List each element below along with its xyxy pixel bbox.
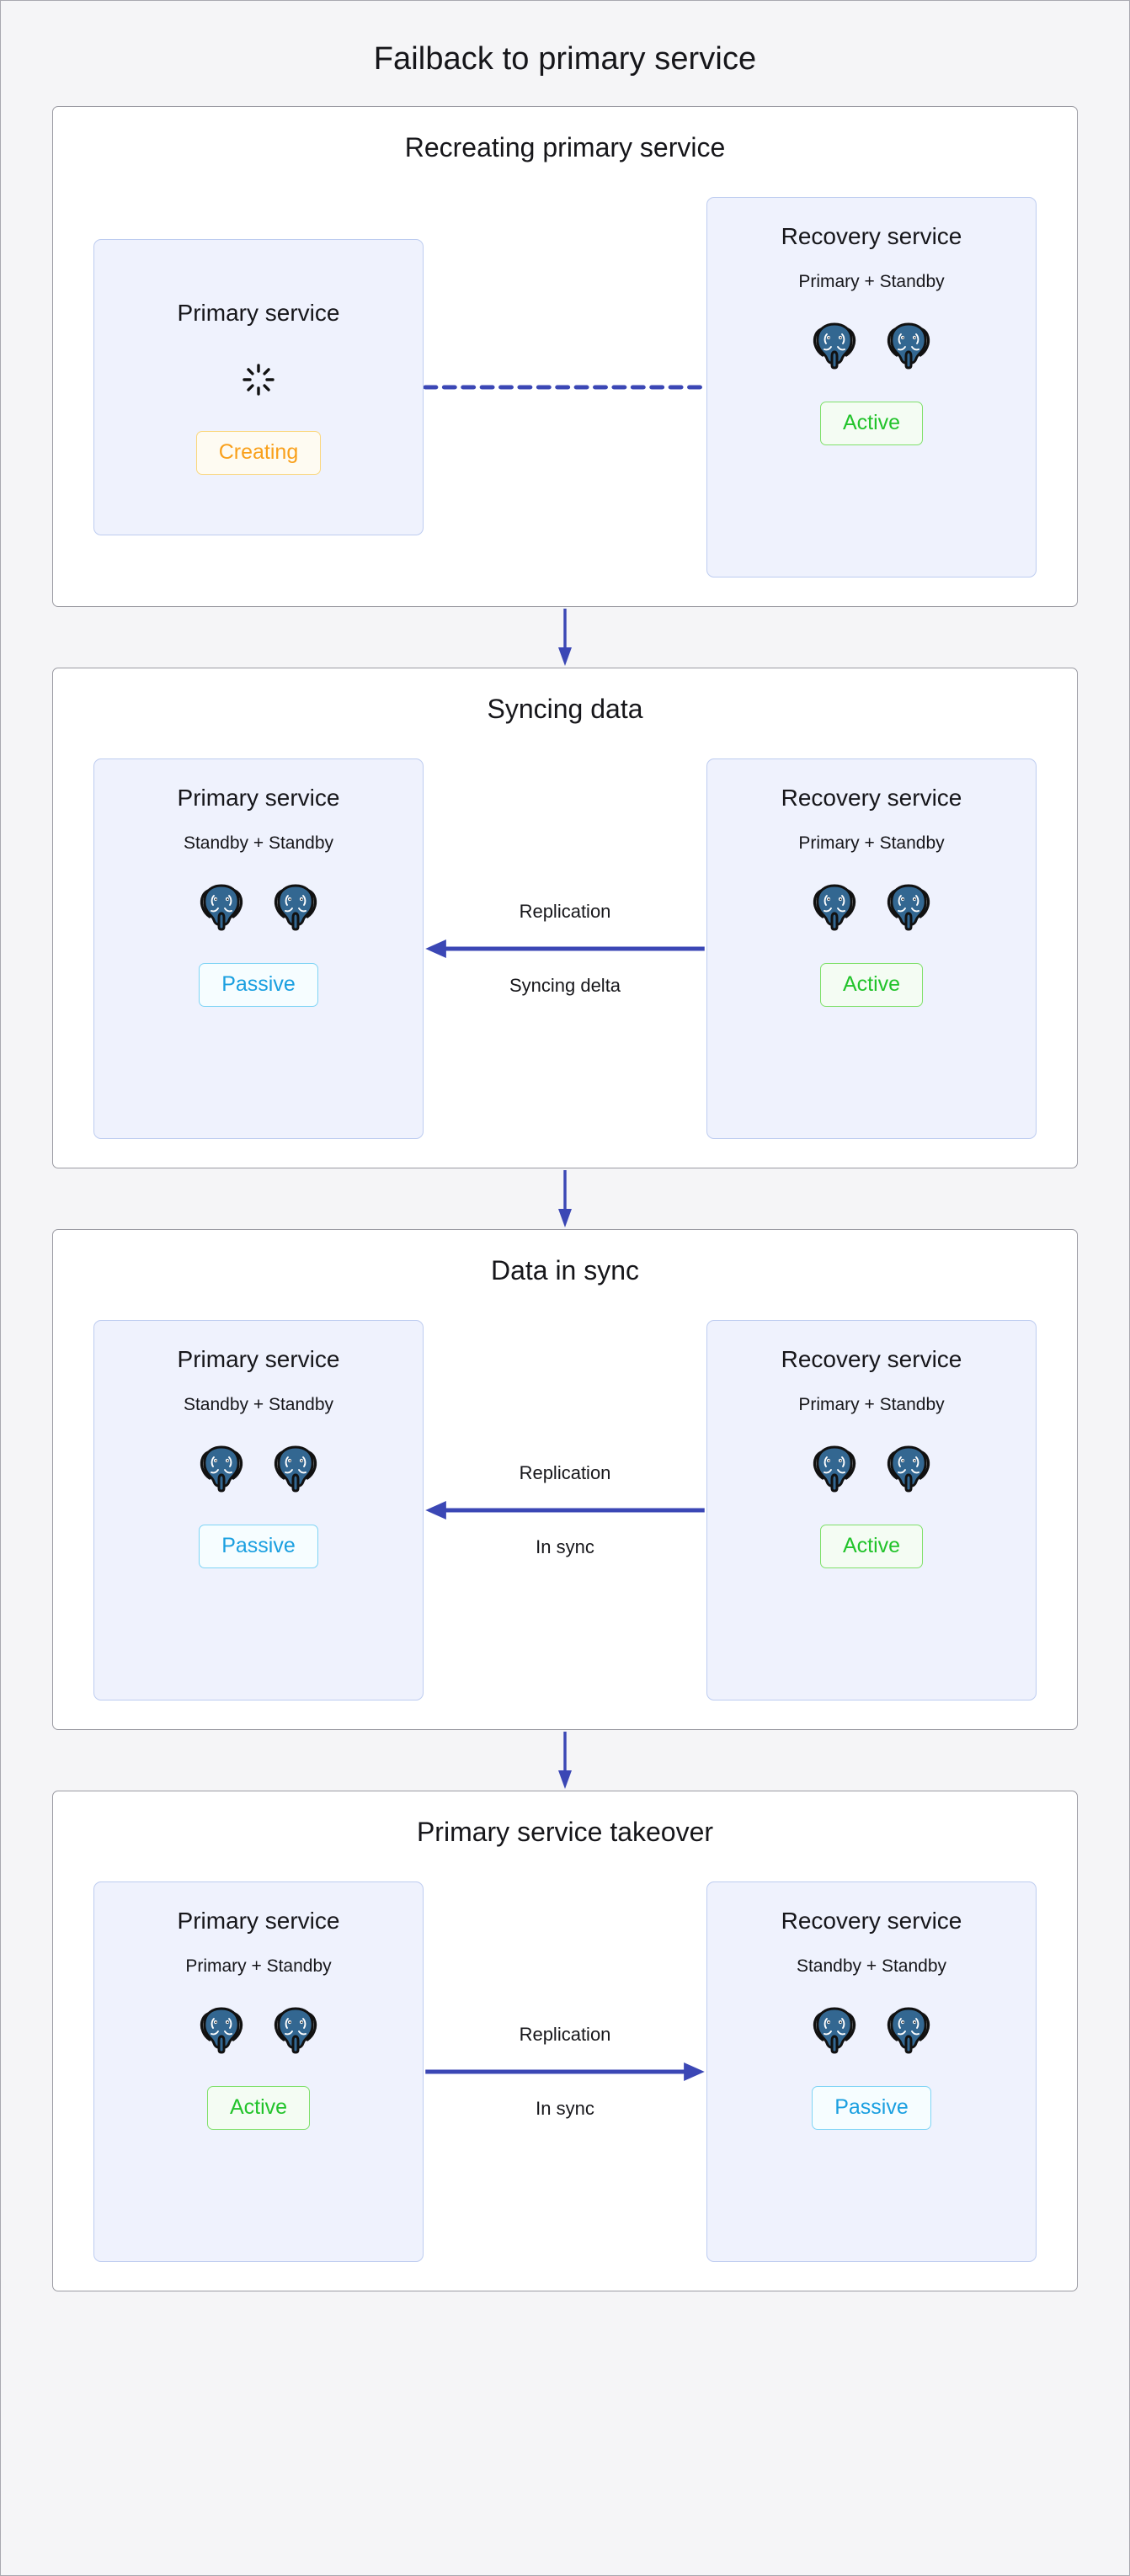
postgres-elephant-icon [887, 1445, 930, 1493]
postgres-elephant-icon [887, 884, 930, 931]
database-node-row [811, 882, 932, 931]
spinner-icon [243, 364, 275, 396]
replication-label-top: Replication [519, 1462, 611, 1483]
arrow-down-icon [558, 1170, 572, 1227]
loading-indicator [239, 360, 278, 399]
arrow-right-icon [425, 2062, 705, 2081]
database-node-row [811, 321, 932, 370]
postgres-elephant-icon [813, 1445, 856, 1493]
service-name: Primary service [177, 1346, 340, 1372]
postgres-elephant-icon [813, 884, 856, 931]
postgres-elephant-icon [813, 2007, 856, 2054]
stage-title: Recreating primary service [404, 132, 726, 162]
service-name: Primary service [177, 785, 340, 811]
dashed-link-line [424, 385, 706, 390]
replication-label-bottom: In sync [536, 2098, 594, 2119]
service-name: Primary service [177, 300, 340, 327]
postgres-elephant-icon [887, 2007, 930, 2054]
service-topology-label: Standby + Standby [796, 1956, 947, 1976]
postgres-elephant-icon [274, 2007, 317, 2054]
postgres-elephant-icon [887, 322, 930, 370]
status-badge: Passive [199, 1525, 318, 1568]
status-badge: Creating [195, 431, 322, 475]
stage-title: Data in sync [490, 1255, 640, 1285]
stage-connector-arrow-down [551, 607, 579, 668]
postgres-elephant-icon [200, 884, 243, 931]
stage-title: Primary service takeover [416, 1817, 714, 1847]
replication-label-bottom: Syncing delta [509, 975, 621, 996]
replication-link: Replication In sync [424, 1320, 706, 1700]
page-title: Failback to primary service [373, 41, 757, 77]
database-node-row [811, 2005, 932, 2054]
service-name: Recovery service [781, 1346, 962, 1372]
service-topology-label: Primary + Standby [798, 1395, 945, 1414]
arrow-left-icon [425, 939, 705, 958]
database-node-row [198, 882, 319, 931]
arrow-down-icon [558, 1732, 572, 1789]
status-badge: Active [819, 963, 924, 1007]
postgres-elephant-icon [274, 884, 317, 931]
arrow-down-icon [558, 609, 572, 666]
stage-connector-arrow-down [551, 1730, 579, 1791]
postgres-elephant-icon [274, 1445, 317, 1493]
service-topology-label: Primary + Standby [798, 833, 945, 853]
arrow-left-icon [425, 1501, 705, 1520]
postgres-elephant-icon [200, 1445, 243, 1493]
service-topology-label: Primary + Standby [185, 1956, 332, 1976]
replication-link [424, 197, 706, 577]
replication-link: Replication In sync [424, 1881, 706, 2262]
status-badge: Active [819, 1525, 924, 1568]
replication-label-top: Replication [519, 2024, 611, 2045]
service-name: Recovery service [781, 1908, 962, 1934]
stage-title: Syncing data [487, 694, 643, 724]
database-node-row [811, 1444, 932, 1493]
database-node-row [198, 2005, 319, 2054]
service-topology-label: Standby + Standby [183, 1395, 334, 1414]
status-badge: Passive [199, 963, 318, 1007]
postgres-elephant-icon [813, 322, 856, 370]
service-name: Recovery service [781, 223, 962, 249]
status-badge: Active [206, 2086, 311, 2130]
service-topology-label: Primary + Standby [798, 272, 945, 291]
service-name: Primary service [177, 1908, 340, 1934]
service-name: Recovery service [781, 785, 962, 811]
service-topology-label: Standby + Standby [183, 833, 334, 853]
postgres-elephant-icon [200, 2007, 243, 2054]
status-badge: Active [819, 402, 924, 445]
stage-connector-arrow-down [551, 1168, 579, 1229]
status-badge: Passive [812, 2086, 931, 2130]
replication-label-bottom: In sync [536, 1536, 594, 1557]
replication-label-top: Replication [519, 901, 611, 922]
database-node-row [198, 1444, 319, 1493]
